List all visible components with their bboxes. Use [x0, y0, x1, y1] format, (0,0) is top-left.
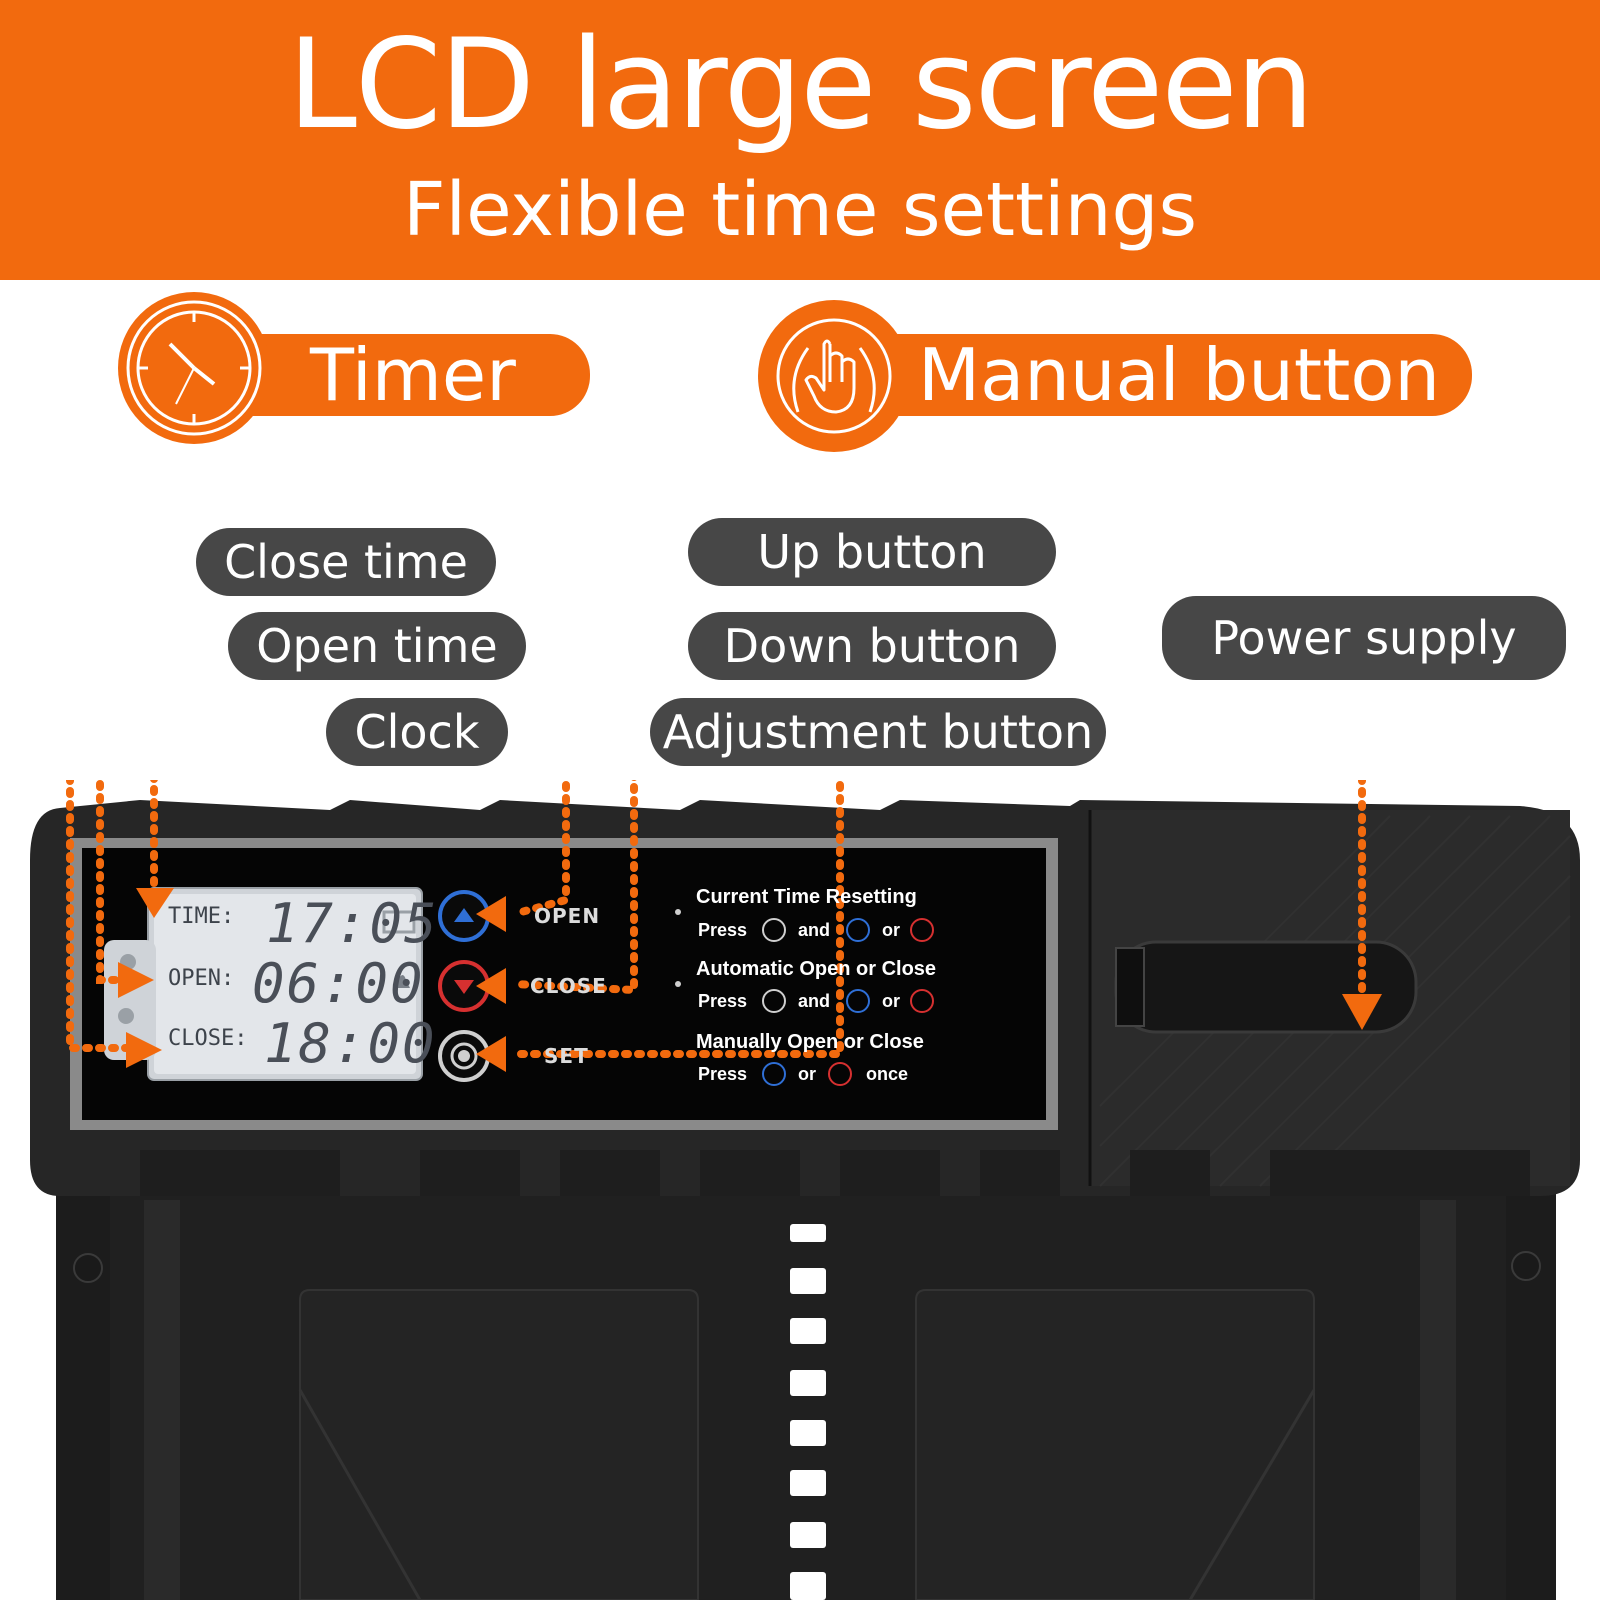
callout-open-time: Open time [228, 612, 526, 680]
instruction-3-title: Manually Open or Close [696, 1031, 924, 1053]
manual-badge [758, 300, 910, 452]
triangle-down-icon [454, 980, 474, 994]
lcd-close-label: CLOSE: [168, 1026, 248, 1051]
callout-adjustment-button: Adjustment button [650, 698, 1106, 766]
lcd-time-value: 17:05 [266, 892, 439, 955]
set-button[interactable] [440, 1032, 488, 1080]
center-dash-markers [790, 1224, 826, 1600]
callout-clock: Clock [326, 698, 508, 766]
manual-button-pill [800, 334, 1472, 416]
instruction-3-press: Press [698, 1064, 748, 1084]
callout-close-time: Close time [196, 528, 496, 596]
lcd-time-label: TIME: [168, 904, 235, 929]
instruction-2-or: or [882, 991, 900, 1011]
callout-up-button: Up button [688, 518, 1056, 586]
lcd-open-label: OPEN: [168, 966, 235, 991]
instruction-1-and: and [798, 920, 831, 940]
instruction-3-once: once [866, 1064, 909, 1084]
clock-icon [126, 300, 262, 436]
manual-button-label: Manual button [918, 333, 1440, 417]
instruction-1-or: or [882, 920, 900, 940]
instruction-3-or: or [798, 1064, 816, 1084]
instruction-1-title: Current Time Resetting [696, 886, 917, 908]
lcd-close-value: 18:00 [264, 1012, 437, 1075]
down-button[interactable] [440, 962, 488, 1010]
instruction-1-press: Press [698, 920, 748, 940]
timer-badge [118, 292, 270, 444]
triangle-up-icon [454, 908, 474, 922]
page-subtitle: Flexible time settings [402, 167, 1198, 253]
callout-down-button: Down button [688, 612, 1056, 680]
page-title: LCD large screen [287, 13, 1314, 157]
gear-icon [458, 1050, 470, 1062]
timer-label: Timer [310, 333, 516, 417]
instruction-2-press: Press [698, 991, 748, 1011]
open-caption: OPEN [534, 904, 601, 928]
instruction-2-and: and [798, 991, 831, 1011]
callout-power-supply: Power supply [1162, 596, 1566, 680]
close-caption: CLOSE [530, 974, 607, 998]
header-banner [0, 0, 1600, 280]
power-supply-port[interactable] [1116, 942, 1416, 1032]
set-caption: SET [544, 1044, 589, 1068]
up-button[interactable] [440, 892, 488, 940]
device-illustration [30, 780, 1580, 1600]
instruction-2-title: Automatic Open or Close [696, 958, 937, 980]
lcd-open-value: 06:00 [252, 952, 425, 1015]
hand-press-icon [776, 318, 892, 434]
